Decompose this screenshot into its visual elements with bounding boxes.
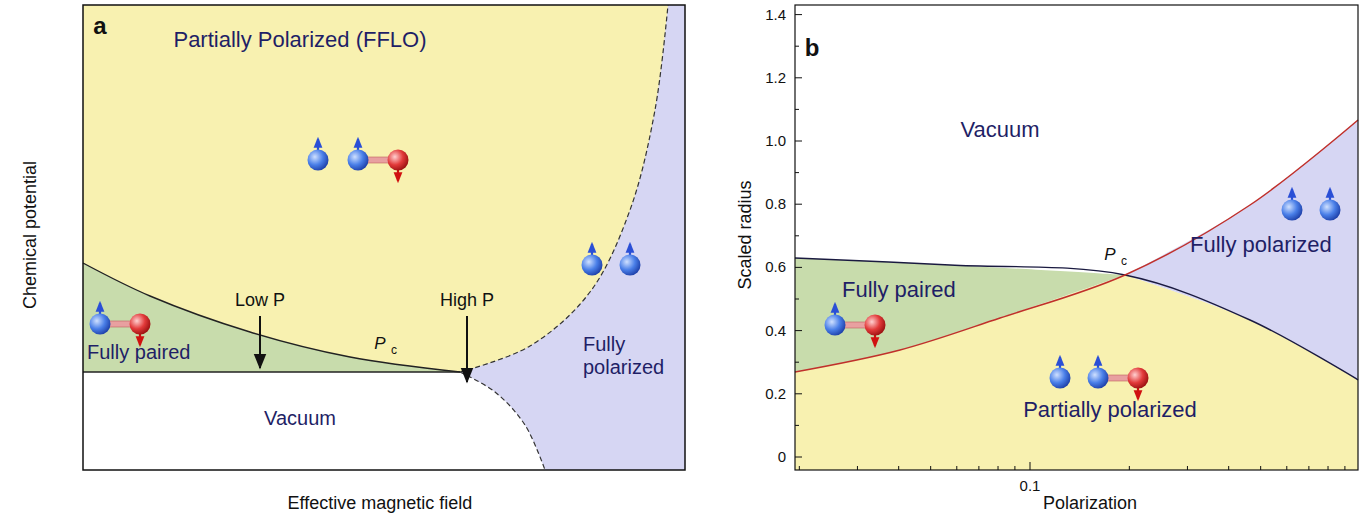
tick-label: 0.1 (1020, 477, 1041, 494)
region-label: Partially Polarized (FFLO) (173, 27, 426, 52)
panel-letter: b (805, 34, 820, 62)
spin-up-atom (1050, 357, 1071, 389)
phase-boundary (795, 120, 1358, 372)
spin-up-atom (825, 304, 846, 336)
tick (795, 393, 802, 394)
tick (898, 466, 899, 470)
arrow-label: High P (440, 290, 494, 311)
tick (1187, 466, 1188, 470)
axis-label: Scaled radius (735, 180, 756, 289)
fully-paired-region (795, 258, 1125, 372)
ffl-region (83, 5, 668, 372)
tick (795, 204, 802, 205)
tick (795, 457, 802, 458)
region-label: Fully paired (87, 341, 190, 364)
tick (799, 466, 800, 470)
region-label: Vacuum (960, 117, 1039, 142)
arrow (259, 316, 261, 368)
spin-up-atom (308, 139, 329, 171)
axis-label: Effective magnetic field (288, 493, 473, 514)
tick (1014, 466, 1015, 470)
phase-boundary (83, 263, 460, 372)
tick (795, 77, 802, 78)
plot-frame (83, 5, 685, 470)
spin-up-atom (348, 139, 369, 171)
tick (795, 299, 799, 300)
point-label: P (374, 334, 385, 354)
tick (998, 466, 999, 470)
tick-label: 0 (778, 448, 786, 465)
tick (1286, 466, 1287, 470)
fully-polarized-region (83, 5, 685, 470)
tick-label: 1.4 (765, 6, 786, 23)
tick (795, 14, 802, 15)
spin-up-atom (1320, 189, 1341, 221)
spin-up-atom (620, 244, 641, 276)
tick-label: 0.4 (765, 322, 786, 339)
spin-down-atom (130, 314, 151, 346)
tick-label: 1.2 (765, 69, 786, 86)
tick (795, 109, 799, 110)
tick (1344, 466, 1345, 470)
spin-up-atom (582, 244, 603, 276)
spin-up-atom (1282, 189, 1303, 221)
phase-boundary (83, 371, 460, 372)
fully-paired-region (83, 263, 460, 372)
tick-label: 1.0 (765, 132, 786, 149)
region-label: Vacuum (264, 407, 336, 430)
dashed-boundary (460, 372, 545, 470)
tick (795, 330, 802, 331)
dashed-boundary (460, 5, 668, 372)
tick (795, 172, 799, 173)
arrow-label: Low P (235, 290, 285, 311)
subscript: c (1121, 255, 1127, 269)
spin-down-atom (865, 315, 886, 347)
axis-label: Chemical potential (20, 161, 41, 309)
panel-letter: a (93, 12, 106, 40)
vacuum-region (83, 372, 545, 470)
region-label: Fully polarized (583, 333, 683, 379)
tick (1260, 466, 1261, 470)
tick (795, 425, 799, 426)
tick (857, 466, 858, 470)
spin-down-atom (388, 150, 409, 182)
arrow (466, 316, 468, 382)
tick (1228, 466, 1229, 470)
tick (930, 466, 931, 470)
axis-label: Polarization (1043, 493, 1137, 514)
tick (956, 466, 957, 470)
tick (795, 267, 802, 268)
subscript: c (391, 344, 397, 358)
spin-up-atom (90, 303, 111, 335)
phase-boundary (795, 258, 1358, 380)
region-label: Fully polarized (1190, 232, 1332, 257)
tick (795, 141, 802, 142)
point-label: P (1104, 245, 1115, 265)
fully-polarized-region (1125, 120, 1358, 380)
spin-up-atom (1088, 357, 1109, 389)
region-label: Fully paired (842, 277, 956, 302)
tick-label: 0.2 (765, 385, 786, 402)
tick (795, 235, 799, 236)
spin-down-atom (1128, 368, 1149, 400)
plot-frame (795, 5, 1358, 470)
tick-label: 0.6 (765, 259, 786, 276)
tick-label: 0.8 (765, 196, 786, 213)
tick (1129, 466, 1130, 470)
tick (1308, 466, 1309, 470)
tick (978, 466, 979, 470)
vacuum-region (795, 5, 1358, 470)
tick (1328, 466, 1329, 470)
tick (795, 362, 799, 363)
region-label: Partially polarized (1023, 397, 1197, 422)
tick (795, 46, 799, 47)
tick (1030, 462, 1031, 470)
